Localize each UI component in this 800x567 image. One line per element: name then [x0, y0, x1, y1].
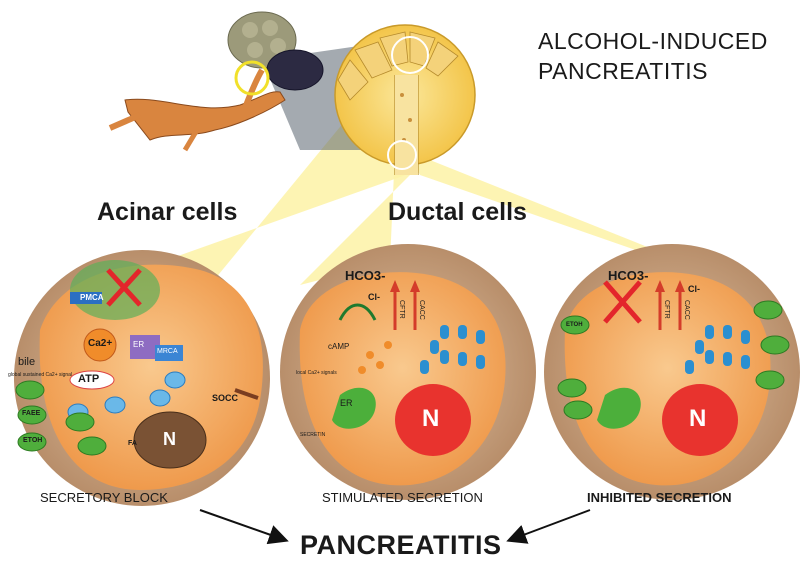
camp-label: cAMP — [328, 342, 350, 351]
red-cross-icon — [106, 268, 142, 307]
fa-label: FA — [128, 440, 137, 447]
acinar-nucleus — [133, 411, 207, 469]
atp-label-box — [69, 370, 115, 390]
hco3-label-inhib: HCO3- — [608, 268, 649, 283]
bile-label: bile — [18, 356, 36, 368]
caption-secretory-block: SECRETORY BLOCK — [40, 490, 168, 505]
ductal-nucleus-2 — [662, 384, 738, 456]
panel-acinar — [14, 250, 270, 506]
cl-label-inhib: Cl- — [688, 284, 700, 294]
faee-label: FAEE — [22, 410, 41, 417]
title-line-1: ALCOHOL-INDUCED — [538, 28, 768, 54]
er-green-1 — [332, 387, 376, 429]
hco3-label-stim: HCO3- — [345, 268, 386, 283]
er-green-2 — [597, 387, 641, 429]
cftr-label-stim: CFTR — [398, 300, 405, 319]
zoom-circle-acinar — [391, 36, 429, 74]
pmca-label: PMCA — [80, 293, 104, 302]
pmca-pump — [70, 292, 102, 304]
panel-ductal-inhibited — [544, 244, 800, 500]
nucleus-n-acinar: N — [163, 429, 176, 449]
er-label-stim: ER — [340, 398, 353, 408]
caption-inhibited-secretion: INHIBITED SECRETION — [587, 490, 732, 505]
caption-stimulated-secretion: STIMULATED SECRETION — [322, 490, 483, 505]
etoh-label-acinar: ETOH — [23, 437, 43, 444]
droplets-1 — [420, 325, 485, 374]
cftr-label-inhib: CFTR — [663, 300, 670, 319]
acinar-signal-label: global sustained Ca2+ signal — [8, 372, 73, 378]
cacc-label-stim: CACC — [418, 300, 425, 320]
secretin-label-stim: SECRETIN — [300, 432, 326, 438]
acinar-cells-label: Acinar cells — [97, 198, 238, 226]
nucleus-n-inhib: N — [689, 405, 707, 432]
atp-label: ATP — [78, 373, 100, 385]
droplets-2 — [685, 325, 750, 374]
red-cross-icon-2 — [603, 280, 642, 324]
title-line-2: PANCREATITIS — [538, 58, 708, 84]
acinus-magnified — [334, 24, 476, 175]
er-label-acinar: ER — [133, 340, 145, 349]
zoom-circle-organ — [234, 60, 270, 96]
outcome-arrows — [199, 509, 591, 545]
ductal-signal-label: local Ca2+ signals — [296, 370, 337, 376]
pancreas-organ — [108, 11, 324, 152]
cacc-label-inhib: CACC — [683, 300, 690, 320]
ductal-nucleus-1 — [395, 384, 471, 456]
panel-ductal-stimulated — [280, 244, 536, 500]
ca-label: Ca2+ — [88, 338, 113, 349]
ductal-cells-label: Ductal cells — [388, 198, 527, 226]
cl-label-stim: Cl- — [368, 292, 380, 302]
socc-label: SOCC — [212, 393, 239, 403]
nucleus-n-stim: N — [422, 405, 440, 432]
ca-ion — [83, 328, 117, 362]
etoh-label-inhib: ETOH — [566, 322, 583, 328]
outcome-pancreatitis: PANCREATITIS — [300, 530, 502, 560]
mrca-label: MRCA — [157, 348, 178, 355]
zoom-circle-duct — [387, 140, 417, 170]
